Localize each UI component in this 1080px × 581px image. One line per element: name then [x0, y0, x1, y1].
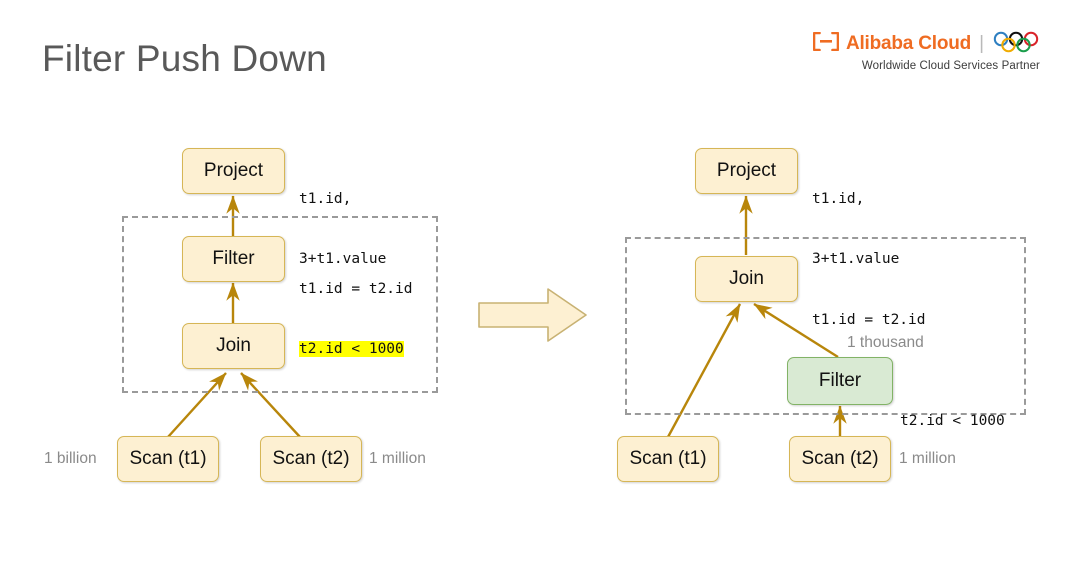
node-filter-before[interactable]: Filter [182, 236, 285, 282]
node-scan-t2-before[interactable]: Scan (t2) [260, 436, 362, 482]
cardinality-scan-t2-after: 1 million [899, 450, 956, 467]
annotation-line: t1.id = t2.id [812, 312, 926, 328]
cardinality-scan-t1-before: 1 billion [44, 450, 97, 467]
alibaba-cloud-bracket-icon [812, 31, 840, 56]
node-label: Project [203, 160, 264, 181]
logo-brand-text: Alibaba Cloud [845, 33, 972, 54]
annotation-line: t1.id = t2.id [299, 281, 413, 297]
annotation-line: 3+t1.value [299, 251, 387, 267]
node-label: Scan (t2) [272, 448, 350, 469]
olympic-rings-icon [992, 31, 1040, 58]
node-scan-t2-after[interactable]: Scan (t2) [789, 436, 891, 482]
annotation-line: 3+t1.value [812, 251, 900, 267]
node-join-before[interactable]: Join [182, 323, 285, 369]
node-project-after[interactable]: Project [695, 148, 798, 194]
node-project-before[interactable]: Project [182, 148, 285, 194]
page-title: Filter Push Down [42, 38, 327, 79]
node-label: Scan (t1) [129, 448, 207, 469]
group-box-after [625, 237, 1026, 415]
transform-arrow-icon [478, 286, 588, 344]
node-scan-t1-before[interactable]: Scan (t1) [117, 436, 219, 482]
node-scan-t1-after[interactable]: Scan (t1) [617, 436, 719, 482]
node-label: Scan (t1) [629, 448, 707, 469]
logo-tagline: Worldwide Cloud Services Partner [861, 60, 1040, 72]
annotation-project-after: t1.id, 3+t1.value [812, 149, 899, 309]
logo-separator: | [979, 33, 984, 54]
node-label: Join [216, 335, 251, 356]
node-label: Filter [212, 248, 255, 269]
annotation-line: t1.id, [299, 191, 352, 207]
cardinality-filter-after: 1 thousand [847, 334, 924, 351]
annotation-line: t2.id < 1000 [900, 413, 1005, 429]
annotation-filter-after: t2.id < 1000 [900, 371, 1005, 471]
node-label: Filter [818, 370, 862, 391]
group-box-before [122, 216, 438, 393]
node-filter-after[interactable]: Filter [787, 357, 893, 405]
logo-row: Alibaba Cloud | [812, 31, 1040, 58]
annotation-filter-before: t1.id = t2.id t2.id < 1000 [299, 239, 413, 399]
annotation-line: t1.id, [812, 191, 865, 207]
cardinality-scan-t2-before: 1 million [369, 450, 426, 467]
node-label: Scan (t2) [801, 448, 879, 469]
annotation-line-highlighted: t2.id < 1000 [299, 341, 404, 357]
alibaba-cloud-logo: Alibaba Cloud | Worldwide Cloud Services… [812, 31, 1040, 72]
node-label: Join [729, 268, 764, 289]
node-label: Project [716, 160, 777, 181]
annotation-join-after: t1.id = t2.id [812, 270, 926, 370]
annotation-project-before: t1.id, 3+t1.value [299, 149, 386, 309]
node-join-after[interactable]: Join [695, 256, 798, 302]
